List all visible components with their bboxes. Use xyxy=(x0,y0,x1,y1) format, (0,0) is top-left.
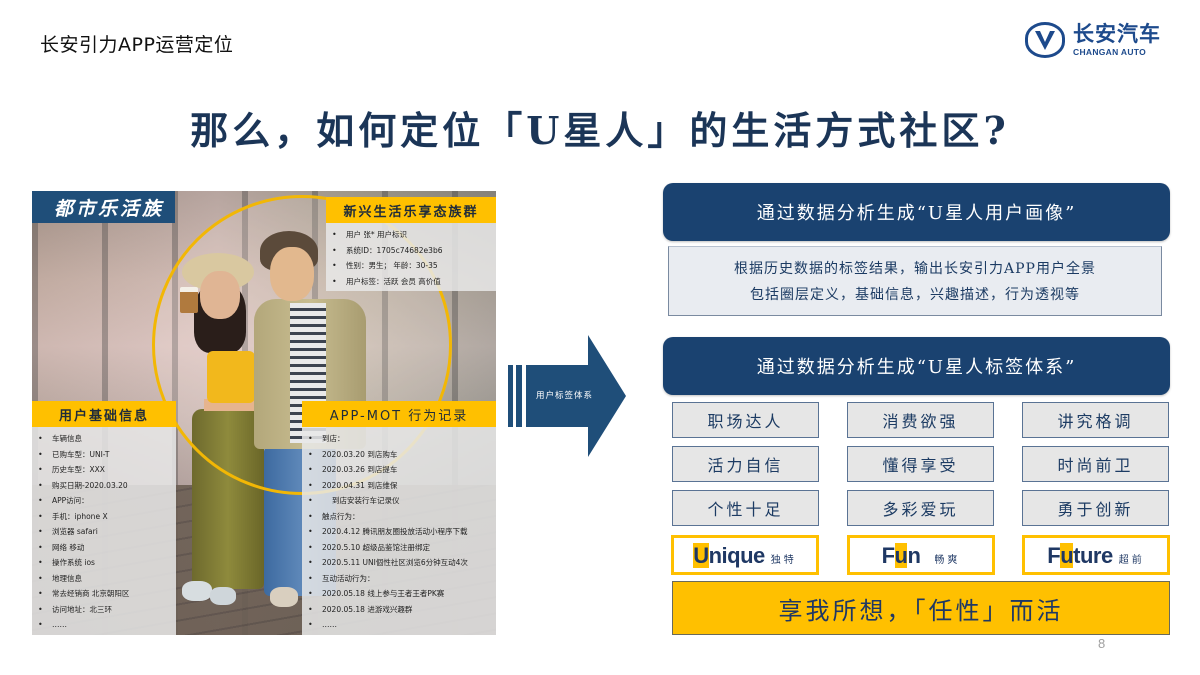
slide-section-title: 长安引力APP运营定位 xyxy=(40,34,234,56)
group-tag: 都市乐活族 xyxy=(32,191,175,223)
logo-cn-text: 长安汽车 xyxy=(1073,21,1161,46)
value-highlight: u xyxy=(894,543,908,568)
persona-photo-panel: 都市乐活族 新兴生活乐享态族群 用户 张* 用户标识 系统ID：1705c746… xyxy=(32,191,496,635)
description-line: 包括圈层定义，基础信息，兴趣描述，行为透视等 xyxy=(750,287,1080,303)
portrait-banner: 通过数据分析生成“U星人用户画像” xyxy=(663,183,1170,241)
behavior-record-header: APP-MOT 行为记录 xyxy=(302,401,496,427)
value-cn: 独特 xyxy=(770,555,797,566)
profile-box: 新兴生活乐享态族群 用户 张* 用户标识 系统ID：1705c74682e3b6… xyxy=(326,197,496,291)
value-highlight: u xyxy=(1060,543,1074,568)
changan-v-emblem-icon xyxy=(1025,22,1065,58)
tag-chip: 懂得享受 xyxy=(847,446,994,482)
value-highlight: U xyxy=(693,543,709,568)
basic-info-item: 常去经销商 北京朝阳区 xyxy=(38,586,176,602)
basic-info-item: …… xyxy=(38,617,176,633)
behavior-record-box: APP-MOT 行为记录 到店： 2020.03.20 到店购车 2020.03… xyxy=(302,401,496,635)
right-arrow-icon xyxy=(508,335,626,457)
basic-info-item: 浏览器 safari xyxy=(38,524,176,540)
profile-item: 用户 张* 用户标识 xyxy=(332,227,496,243)
value-cn: 畅爽 xyxy=(934,555,961,566)
behavior-item: 触点行为： xyxy=(308,509,496,525)
basic-info-header: 用户基础信息 xyxy=(32,401,176,427)
value-rest: ture xyxy=(1073,543,1113,568)
basic-info-item: 网络 移动 xyxy=(38,540,176,556)
tag-system-banner: 通过数据分析生成“U星人标签体系” xyxy=(663,337,1170,395)
basic-info-item: 地理信息 xyxy=(38,571,176,587)
shoe xyxy=(270,587,298,607)
tag-chip: 消费欲强 xyxy=(847,402,994,438)
behavior-item: 2020.5.11 UNI個性社区浏览6分钟互动4次 xyxy=(308,555,496,571)
profile-item: 用户标签：活跃 会员 高价值 xyxy=(332,274,496,290)
behavior-item: 2020.05.18 进游戏兴趣群 xyxy=(308,602,496,618)
behavior-item: 2020.5.10 超级品鉴馆注册绑定 xyxy=(308,540,496,556)
portrait-description: 根据历史数据的标签结果，输出长安引力APP用户全景 包括圈层定义，基础信息，兴趣… xyxy=(668,246,1162,316)
basic-info-item: 历史车型：XXX xyxy=(38,462,176,478)
behavior-item: 2020.03.20 到店购车 xyxy=(308,447,496,463)
basic-info-item: 购买日期-2020.03.20 xyxy=(38,478,176,494)
basic-info-item: 手机：iphone X xyxy=(38,509,176,525)
slogan-banner: 享我所想，「任性」而活 xyxy=(672,581,1170,635)
basic-info-item: 车辆信息 xyxy=(38,431,176,447)
value-prefix: F xyxy=(881,543,895,568)
behavior-item: 到店安装行车记录仪 xyxy=(308,493,496,509)
arrow-label: 用户标签体系 xyxy=(536,391,594,401)
changan-logo: 长安汽车 CHANGAN AUTO xyxy=(1025,20,1175,60)
value-fun: Fun 畅爽 xyxy=(847,535,995,575)
shoe xyxy=(182,581,212,601)
behavior-item: 2020.05.18 线上参与王者王者PK赛 xyxy=(308,586,496,602)
value-unique: Unique 独特 xyxy=(671,535,819,575)
page-number: 8 xyxy=(1098,636,1106,651)
value-rest: n xyxy=(907,543,921,568)
behavior-item: 到店： xyxy=(308,431,496,447)
behavior-item: 互动活动行为： xyxy=(308,571,496,587)
value-prefix: F xyxy=(1047,543,1061,568)
behavior-item: 2020.04.31 到店维保 xyxy=(308,478,496,494)
basic-info-item: APP访问： xyxy=(38,493,176,509)
basic-info-item: 访问地址：北三环 xyxy=(38,602,176,618)
basic-info-item: 操作系统 ios xyxy=(38,555,176,571)
tag-chip: 时尚前卫 xyxy=(1022,446,1169,482)
value-cn: 超前 xyxy=(1118,555,1145,566)
tag-chip: 讲究格调 xyxy=(1022,402,1169,438)
tag-chip: 个性十足 xyxy=(672,490,819,526)
tag-chip: 勇于创新 xyxy=(1022,490,1169,526)
behavior-item: 2020.03.26 到店提车 xyxy=(308,462,496,478)
shoe xyxy=(210,587,236,605)
tag-chip: 多彩爱玩 xyxy=(847,490,994,526)
description-line: 根据历史数据的标签结果，输出长安引力APP用户全景 xyxy=(734,261,1096,277)
page-title: 那么，如何定位「U星人」的生活方式社区? xyxy=(190,108,1010,153)
value-rest: nique xyxy=(708,543,766,568)
profile-item: 性别：男生； 年龄：30-35 xyxy=(332,258,496,274)
behavior-item: 2020.4.12 腾讯朋友圈投放活动小程序下载 xyxy=(308,524,496,540)
tag-chip: 活力自信 xyxy=(672,446,819,482)
basic-info-box: 用户基础信息 车辆信息 已购车型：UNI-T 历史车型：XXX 购买日期-202… xyxy=(32,401,176,635)
profile-box-header: 新兴生活乐享态族群 xyxy=(326,197,496,223)
profile-item: 系统ID：1705c74682e3b6 xyxy=(332,243,496,259)
logo-en-text: CHANGAN AUTO xyxy=(1073,46,1147,57)
behavior-item: …… xyxy=(308,617,496,633)
tag-chip: 职场达人 xyxy=(672,402,819,438)
basic-info-item: 已购车型：UNI-T xyxy=(38,447,176,463)
value-future: Future 超前 xyxy=(1022,535,1170,575)
